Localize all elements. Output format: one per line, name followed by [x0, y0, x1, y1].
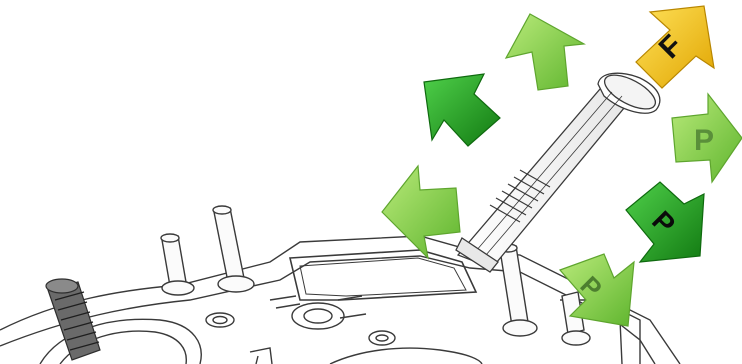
arrow-upright-yellow: F: [636, 6, 714, 88]
antenna-stick: [456, 68, 660, 272]
toggle-switch-right-a: [499, 244, 537, 336]
toggle-switch-left-a: [161, 234, 194, 295]
arrow-down-light: P: [560, 254, 634, 326]
arrow-up-light: [506, 14, 584, 90]
arrow-upleft-dark: [424, 74, 500, 146]
arrow-downright-dark: P: [626, 182, 704, 262]
toggle-switch-left-b: [213, 206, 254, 292]
arrow-letter-p-1: P: [694, 124, 714, 157]
arrow-right-light: P: [672, 94, 742, 182]
